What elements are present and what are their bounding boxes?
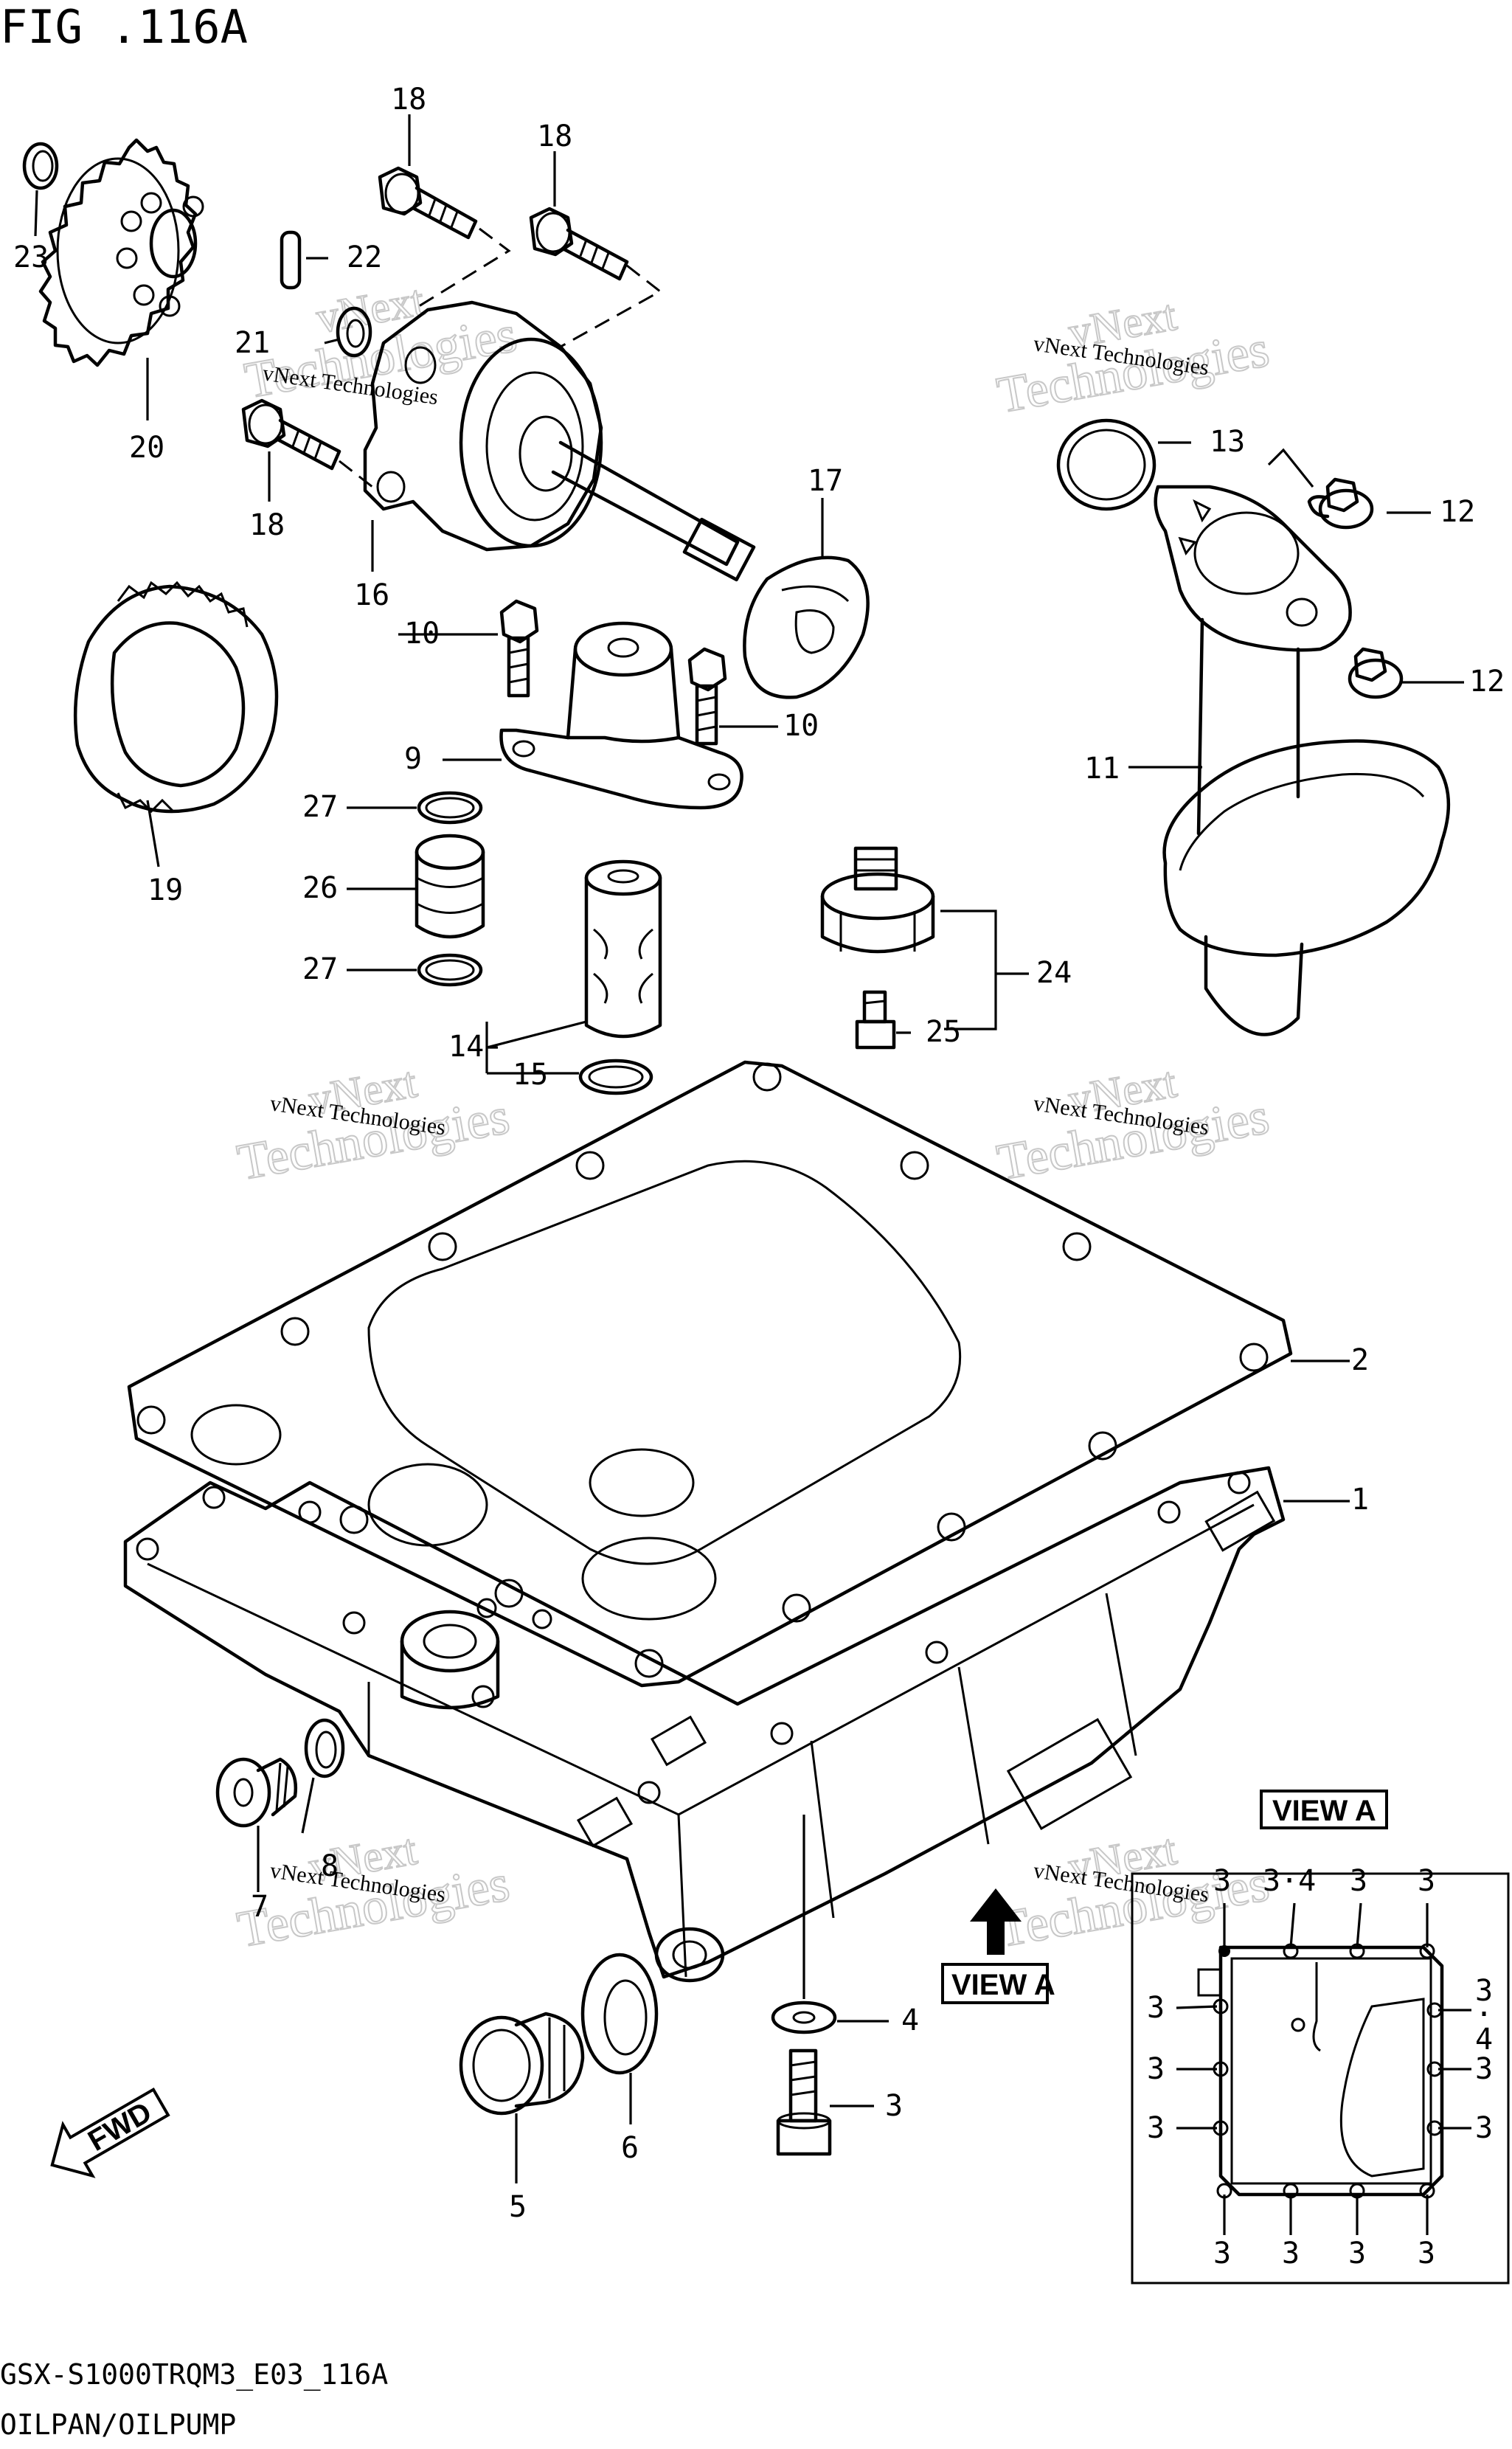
callout-24: 24 xyxy=(1036,956,1072,990)
callout-11: 11 xyxy=(1084,752,1120,786)
callout-10a: 10 xyxy=(404,617,440,651)
part-9-oil-strainer[interactable] xyxy=(499,621,743,810)
part-27-o-ring-upper[interactable] xyxy=(417,791,483,825)
inset-callout: 3 xyxy=(1418,2237,1435,2270)
callout-16: 16 xyxy=(354,578,389,612)
inset-callout: 3·4 xyxy=(1263,1864,1316,1898)
part-23-circlip[interactable] xyxy=(22,142,59,190)
footer-figure-name: OILPAN/OILPUMP xyxy=(0,2408,236,2441)
callout-20: 20 xyxy=(129,431,164,465)
callout-14: 14 xyxy=(448,1030,484,1064)
inset-callout: 3 xyxy=(1282,2237,1300,2270)
callout-12b: 12 xyxy=(1469,665,1505,699)
view-a-arrow: VIEW A xyxy=(941,1888,1055,2004)
fwd-arrow-icon: FWD xyxy=(50,2087,170,2178)
callout-labels: 1 2 3 4 5 6 7 8 9 10 10 11 12 12 13 14 1… xyxy=(13,83,1505,2224)
part-22-pin[interactable] xyxy=(280,230,302,290)
part-3-bolt[interactable] xyxy=(776,2048,832,2156)
figure-title: FIG .116A xyxy=(0,0,248,54)
svg-text:4: 4 xyxy=(1475,2023,1493,2057)
inset-callout: 3 xyxy=(1475,2111,1493,2145)
inset-callout: 3 xyxy=(1350,1864,1367,1898)
svg-text:VIEW A: VIEW A xyxy=(951,1969,1055,2001)
callout-18a: 18 xyxy=(391,83,426,117)
callout-23: 23 xyxy=(13,240,49,274)
inset-callout-3-4-right: 3 · 4 xyxy=(1475,1974,1493,2057)
callout-6: 6 xyxy=(621,2131,639,2165)
svg-text:FWD: FWD xyxy=(83,2096,157,2158)
callout-25: 25 xyxy=(926,1015,961,1049)
inset-callout: 3 xyxy=(1147,2111,1165,2145)
inset-callout: 3 xyxy=(1213,2237,1231,2270)
part-14-relief-valve[interactable] xyxy=(584,859,662,1039)
callout-3: 3 xyxy=(885,2089,903,2123)
svg-text:·: · xyxy=(1475,1998,1493,2031)
callout-18b: 18 xyxy=(537,119,572,153)
callout-9: 9 xyxy=(404,742,422,776)
part-12-bolt-b[interactable] xyxy=(1348,647,1404,699)
callout-5: 5 xyxy=(509,2190,527,2224)
part-7-drain-bolt[interactable] xyxy=(215,1757,298,1828)
callout-2: 2 xyxy=(1351,1343,1369,1377)
callout-7: 7 xyxy=(251,1890,268,1924)
part-15-o-ring[interactable] xyxy=(578,1059,653,1095)
callout-18c: 18 xyxy=(249,508,285,542)
inset-callout: 3 xyxy=(1348,2237,1366,2270)
callout-27b: 27 xyxy=(302,952,338,986)
part-19-ring-gear[interactable] xyxy=(73,581,279,814)
footer-model-code: GSX-S1000TRQM3_E03_116A xyxy=(0,2358,388,2391)
callout-21: 21 xyxy=(235,326,270,360)
part-10-bolt-a[interactable] xyxy=(499,599,539,698)
part-18-bolt-b[interactable] xyxy=(529,207,629,281)
bolt-alignment-line-c xyxy=(339,460,373,488)
callout-19: 19 xyxy=(148,873,183,907)
part-13-o-ring[interactable] xyxy=(1056,418,1156,511)
callout-1: 1 xyxy=(1351,1483,1369,1517)
callout-17: 17 xyxy=(808,464,843,498)
bolt-alignment-line-a xyxy=(412,227,511,311)
view-a-inset: VIEW A 3 3·4 3 xyxy=(1131,1790,1510,2285)
part-10-bolt-b[interactable] xyxy=(687,647,727,746)
part-8-washer[interactable] xyxy=(304,1718,345,1778)
leader-lines xyxy=(34,114,1464,2183)
part-11-oil-strainer-pipe[interactable] xyxy=(1154,485,1451,1036)
callout-22: 22 xyxy=(347,240,382,274)
callout-27a: 27 xyxy=(302,790,338,824)
part-25-bolt[interactable] xyxy=(855,990,896,1050)
part-17-gasket[interactable] xyxy=(743,555,870,699)
part-26-collar[interactable] xyxy=(415,834,485,939)
callout-26: 26 xyxy=(302,871,338,905)
inset-callout: 3 xyxy=(1213,1864,1231,1898)
bolt-alignment-line-b xyxy=(560,264,662,348)
part-6-o-ring[interactable] xyxy=(580,1953,659,2075)
inset-callout: 3 xyxy=(1147,2052,1165,2086)
inset-callout: 3 xyxy=(1475,2052,1493,2086)
part-4-washer[interactable] xyxy=(771,2001,837,2034)
part-27-o-ring-lower[interactable] xyxy=(417,953,483,987)
callout-15: 15 xyxy=(513,1058,548,1092)
part-24-oil-pressure-switch[interactable] xyxy=(820,846,935,954)
part-16-oil-pump[interactable] xyxy=(363,300,756,582)
part-18-bolt-c[interactable] xyxy=(241,398,341,471)
svg-text:VIEW A: VIEW A xyxy=(1272,1795,1376,1827)
part-1-oil-pan[interactable] xyxy=(123,1448,1286,1983)
inset-callout: 3 xyxy=(1418,1864,1435,1898)
part-18-bolt-a[interactable] xyxy=(378,166,478,240)
callout-12a: 12 xyxy=(1440,495,1475,529)
part-12-bolt-a[interactable] xyxy=(1307,477,1374,530)
part-21-washer[interactable] xyxy=(336,306,372,358)
callout-13: 13 xyxy=(1210,425,1245,459)
watermark: vNext Technologies vNext Technologies vN… xyxy=(232,275,1274,1960)
inset-callout: 3 xyxy=(1147,1991,1165,2025)
callout-4: 4 xyxy=(901,2003,919,2037)
part-20-sprocket[interactable] xyxy=(38,138,204,367)
svg-text:3: 3 xyxy=(1475,1974,1493,2008)
part-5-oil-plug[interactable] xyxy=(459,2012,585,2116)
callout-10b: 10 xyxy=(783,709,819,743)
callout-8: 8 xyxy=(321,1849,339,1883)
